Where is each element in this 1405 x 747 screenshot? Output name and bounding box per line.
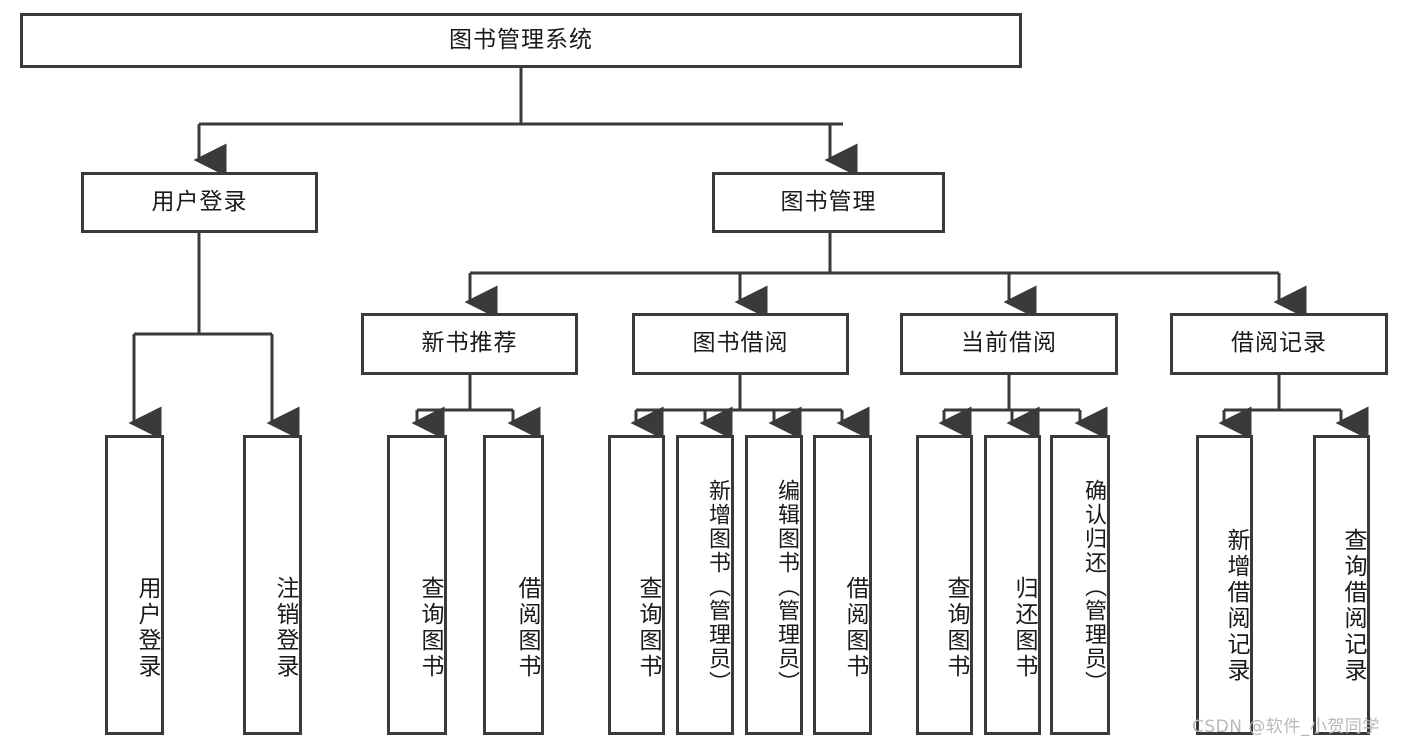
leaf-return-book[interactable]: 归还图书 <box>984 435 1041 735</box>
leaf-edit-book-admin[interactable]: 编辑图书（管理员） <box>745 435 803 735</box>
watermark: CSDN @软件_小贺同学 <box>1192 717 1380 737</box>
leaf-query-book-borrow[interactable]: 查询图书 <box>608 435 665 735</box>
leaf-add-borrow-record[interactable]: 新增借阅记录 <box>1196 435 1253 735</box>
leaf-user-login[interactable]: 用户登录 <box>105 435 164 735</box>
node-new-book-recommend[interactable]: 新书推荐 <box>361 313 578 375</box>
leaf-confirm-return-admin[interactable]: 确认归还（管理员） <box>1050 435 1110 735</box>
node-root-system[interactable]: 图书管理系统 <box>20 13 1022 68</box>
node-current-borrow[interactable]: 当前借阅 <box>900 313 1118 375</box>
node-borrow-record[interactable]: 借阅记录 <box>1170 313 1388 375</box>
leaf-add-book-admin[interactable]: 新增图书（管理员） <box>676 435 734 735</box>
leaf-borrow-book-recommend[interactable]: 借阅图书 <box>483 435 544 735</box>
node-user-login[interactable]: 用户登录 <box>81 172 318 233</box>
leaf-query-book-recommend[interactable]: 查询图书 <box>387 435 447 735</box>
leaf-query-book-current[interactable]: 查询图书 <box>916 435 973 735</box>
node-book-management[interactable]: 图书管理 <box>712 172 945 233</box>
leaf-logout-login[interactable]: 注销登录 <box>243 435 302 735</box>
leaf-borrow-book[interactable]: 借阅图书 <box>813 435 872 735</box>
node-book-borrow[interactable]: 图书借阅 <box>632 313 849 375</box>
leaf-query-borrow-record[interactable]: 查询借阅记录 <box>1313 435 1370 735</box>
